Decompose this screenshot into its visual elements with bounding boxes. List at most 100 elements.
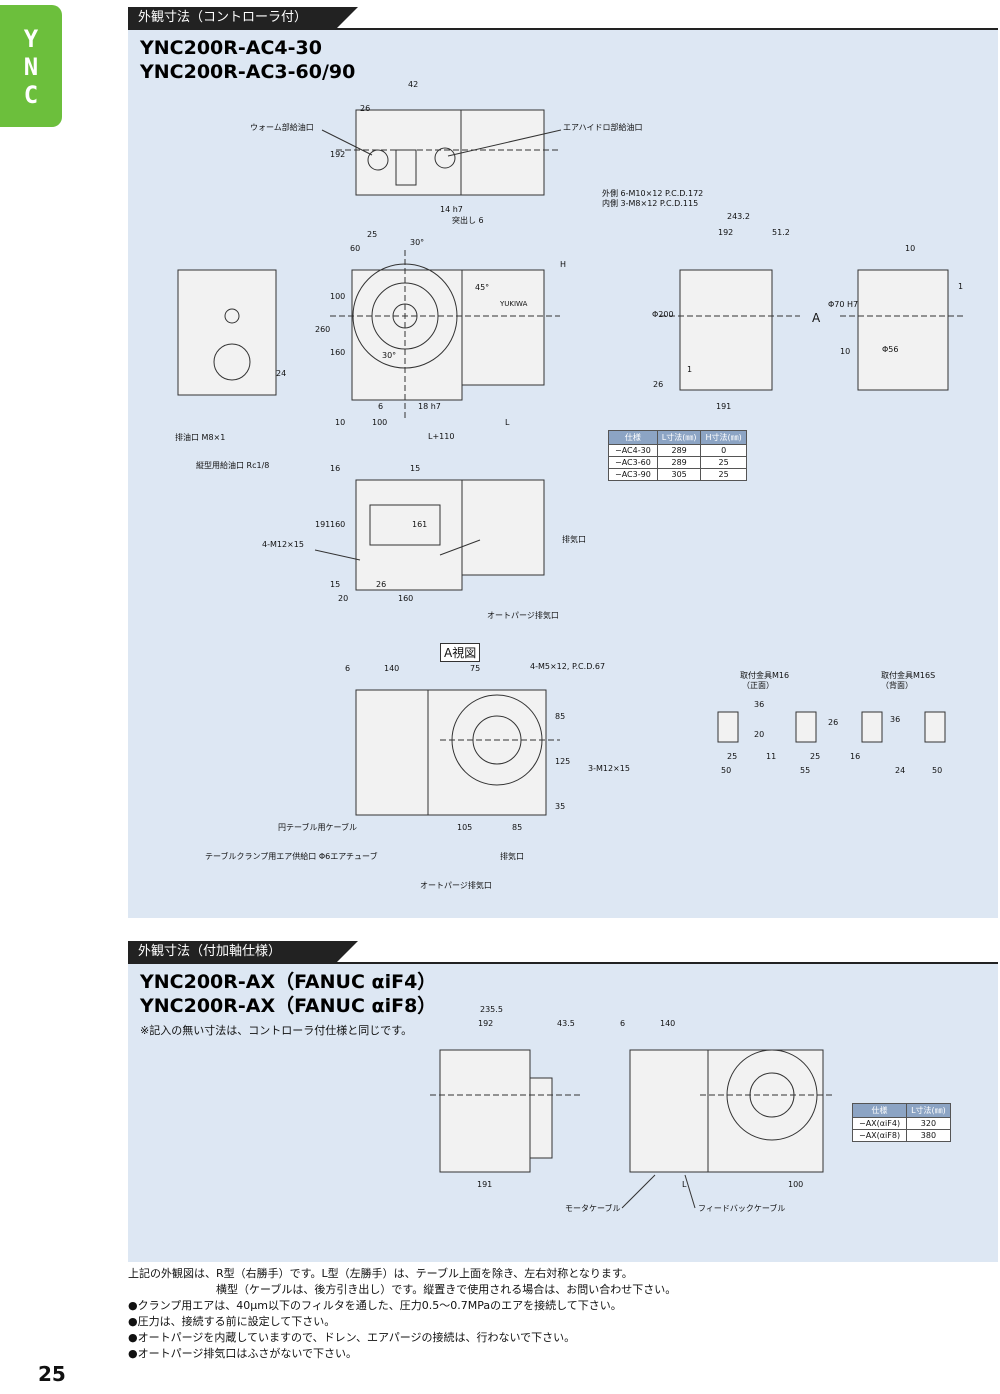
- label-m12b: 3-M12×15: [588, 764, 630, 773]
- label-key-depth: 突出し 6: [452, 216, 484, 225]
- dim: 60: [350, 244, 361, 253]
- table-cell: 289: [656, 444, 702, 457]
- label-m12: 4-M12×15: [262, 540, 304, 549]
- dim: 36: [754, 700, 765, 709]
- label-drain: 排油口 M8×1: [175, 433, 226, 442]
- dim: 161: [412, 520, 428, 529]
- rear-view-body: [857, 269, 949, 391]
- dim: L+110: [428, 432, 455, 441]
- dim: 51.2: [772, 228, 790, 237]
- table-row: −AX(αiF8) 380: [851, 1129, 951, 1142]
- table-row: −AC3-90 305 25: [608, 468, 747, 481]
- top-view-motor: [460, 109, 545, 196]
- title-line: YNC200R-AX（FANUC αiF8）: [140, 995, 437, 1017]
- dim: 42: [408, 80, 419, 89]
- table-cell: 25: [700, 456, 747, 469]
- label-m16s-back-sub: （背面）: [881, 681, 913, 690]
- bottom-view-body: [355, 479, 463, 591]
- table-header: H寸法(㎜): [700, 430, 747, 445]
- label-key-h7: 14 h7: [440, 205, 463, 214]
- table-cell: 25: [700, 468, 747, 481]
- side-view-body: [177, 269, 277, 396]
- section1-header-text: 外観寸法（コントローラ付）: [138, 10, 308, 25]
- dim: 55: [800, 766, 811, 775]
- dim: 26: [360, 104, 371, 113]
- table-row: −AC3-60 289 25: [608, 456, 747, 469]
- label-view-a: A視図: [440, 643, 481, 662]
- dim: 20: [338, 594, 349, 603]
- table-row: −AX(αiF4) 320: [851, 1117, 951, 1130]
- label-m16-front-sub: （正面）: [742, 681, 774, 690]
- label-m5: 4-M5×12, P.C.D.67: [530, 662, 606, 671]
- side-tab-letter: C: [23, 81, 39, 109]
- dim: 192: [718, 228, 734, 237]
- label-airhydro-oil: エアハイドロ部給油口: [563, 123, 643, 132]
- label-feedback-cable: フィードバックケーブル: [698, 1204, 786, 1213]
- section2-title: YNC200R-AX（FANUC αiF4） YNC200R-AX（FANUC …: [140, 970, 436, 1018]
- label-angle45: 45°: [475, 283, 490, 292]
- bracket-m16-1: [717, 711, 739, 743]
- dim: Φ200: [652, 310, 674, 319]
- section2-header-text: 外観寸法（付加軸仕様）: [138, 944, 282, 959]
- dim: 18 h7: [418, 402, 441, 411]
- side-tab-letter: N: [23, 53, 39, 81]
- title-line: YNC200R-AX（FANUC αiF4）: [140, 971, 437, 993]
- dim: 30°: [382, 351, 397, 360]
- dim: 235.5: [480, 1005, 503, 1014]
- dim: 191: [716, 402, 732, 411]
- dim: 140: [384, 664, 400, 673]
- side-tab-letter: Y: [23, 25, 39, 53]
- table-row: −AC4-30 289 0: [608, 444, 747, 457]
- bracket-m16s-1: [861, 711, 883, 743]
- footer-line: ●圧力は、接続する前に設定して下さい。: [128, 1315, 336, 1328]
- label-arrow-a: A: [812, 311, 821, 325]
- airhydro-oil-port: [434, 147, 456, 169]
- table-cell: 0: [700, 444, 747, 457]
- dim: 15: [410, 464, 421, 473]
- label-autopurge: オートパージ排気口: [487, 611, 559, 620]
- dim: 192: [330, 150, 346, 159]
- label-angle30: 30°: [410, 238, 425, 247]
- table-header-row: 仕様 L寸法(㎜) H寸法(㎜): [608, 430, 747, 445]
- dim: 26: [376, 580, 387, 589]
- dim: 25: [727, 752, 738, 761]
- dim: 243.2: [727, 212, 750, 221]
- dim: Φ70 H7: [828, 300, 859, 309]
- dim: 16: [330, 464, 341, 473]
- dim: L: [682, 1180, 687, 1189]
- top-view-body: [355, 109, 462, 196]
- view-a-body: [355, 689, 429, 816]
- dim: 100: [372, 418, 388, 427]
- label-bolt-outer: 外側 6-M10×12 P.C.D.172: [602, 189, 704, 198]
- dim: 50: [932, 766, 943, 775]
- dim: 15: [330, 580, 341, 589]
- section1-header: 外観寸法（コントローラ付）: [128, 7, 358, 29]
- label-worm-oil: ウォーム部給油口: [250, 123, 314, 132]
- dim: 100: [788, 1180, 804, 1189]
- label-m16-front: 取付金具M16: [740, 671, 790, 680]
- dim: 6: [378, 402, 384, 411]
- dim: 24: [276, 369, 287, 378]
- label-clamp-air: テーブルクランプ用エア供給口 Φ6エアチューブ: [205, 852, 378, 861]
- right-view-body: [679, 269, 773, 391]
- footer-line: 上記の外観図は、R型（右勝手）です。L型（左勝手）は、テーブル上面を除き、左右対…: [128, 1267, 633, 1280]
- bracket-m16s-2: [924, 711, 946, 743]
- label-vertical-oil: 縦型用給油口 Rc1/8: [196, 461, 270, 470]
- dim: 26: [653, 380, 664, 389]
- dim: 75: [470, 664, 481, 673]
- dim: Φ56: [882, 345, 899, 354]
- table-cell: −AX(αiF8): [851, 1129, 908, 1142]
- dim: 160: [330, 348, 346, 357]
- dim: 20: [754, 730, 765, 739]
- dim: 1: [687, 365, 693, 374]
- dim: 35: [555, 802, 566, 811]
- dim: 191: [315, 520, 331, 529]
- section2-note: ※記入の無い寸法は、コントローラ付仕様と同じです。: [140, 1024, 413, 1037]
- page-number: 25: [38, 1362, 66, 1386]
- dim: 191: [477, 1180, 493, 1189]
- section2-header: 外観寸法（付加軸仕様）: [128, 941, 358, 963]
- dim: 43.5: [557, 1019, 575, 1028]
- label-table-cable: 円テーブル用ケーブル: [278, 823, 358, 832]
